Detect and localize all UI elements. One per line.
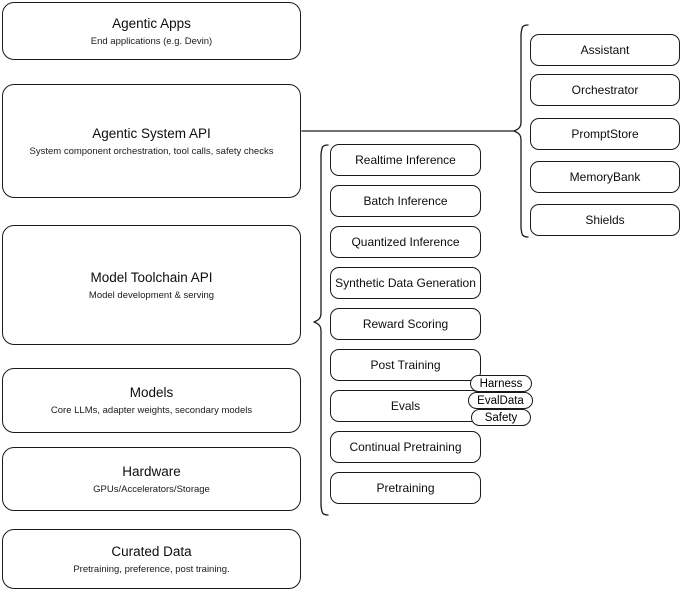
toolchain-component-quantized-inference[interactable]: Quantized Inference	[330, 226, 481, 258]
evals-tag-harness[interactable]: Harness	[470, 375, 532, 392]
toolchain-component-synthetic-data-generation[interactable]: Synthetic Data Generation	[330, 267, 481, 299]
stack-layer-title: Agentic System API	[92, 125, 211, 141]
system-components-brace	[513, 24, 529, 238]
stack-layer-subtitle: GPUs/Accelerators/Storage	[93, 483, 210, 495]
system-component-shields[interactable]: Shields	[530, 204, 680, 236]
toolchain-component-post-training[interactable]: Post Training	[330, 349, 481, 381]
system-component-promptstore[interactable]: PromptStore	[530, 118, 680, 150]
stack-layer-title: Models	[129, 385, 174, 400]
stack-layer-model-toolchain-api[interactable]: Model Toolchain API Model development & …	[2, 225, 301, 345]
toolchain-component-batch-inference[interactable]: Batch Inference	[330, 185, 481, 217]
stack-layer-models[interactable]: Models Core LLMs, adapter weights, secon…	[2, 368, 301, 433]
evals-tag-safety[interactable]: Safety	[471, 409, 531, 426]
stack-layer-subtitle: End applications (e.g. Devin)	[90, 35, 213, 47]
stack-layer-title: Curated Data	[111, 543, 192, 559]
system-component-orchestrator[interactable]: Orchestrator	[530, 74, 680, 106]
toolchain-component-reward-scoring[interactable]: Reward Scoring	[330, 308, 481, 340]
evals-tag-evaldata[interactable]: EvalData	[468, 392, 533, 409]
stack-layer-hardware[interactable]: Hardware GPUs/Accelerators/Storage	[2, 447, 301, 511]
stack-layer-title: Model Toolchain API	[90, 269, 213, 285]
toolchain-components-brace	[313, 144, 329, 516]
stack-layer-title: Agentic Apps	[112, 15, 191, 31]
stack-layer-subtitle: Core LLMs, adapter weights, secondary mo…	[50, 405, 253, 416]
toolchain-component-pretraining[interactable]: Pretraining	[330, 472, 481, 504]
system-component-assistant[interactable]: Assistant	[530, 34, 680, 66]
toolchain-component-continual-pretraining[interactable]: Continual Pretraining	[330, 431, 481, 463]
system-component-memorybank[interactable]: MemoryBank	[530, 161, 680, 193]
stack-layer-title: Hardware	[122, 463, 181, 479]
stack-layer-subtitle: Model development & serving	[88, 289, 215, 301]
stack-layer-subtitle: Pretraining, preference, post training.	[73, 563, 230, 575]
stack-layer-agentic-system-api[interactable]: Agentic System API System component orch…	[2, 84, 301, 198]
stack-layer-curated-data[interactable]: Curated Data Pretraining, preference, po…	[2, 529, 301, 589]
stack-layer-subtitle: System component orchestration, tool cal…	[29, 145, 274, 157]
toolchain-component-realtime-inference[interactable]: Realtime Inference	[330, 144, 481, 176]
toolchain-component-evals[interactable]: Evals	[330, 390, 481, 422]
stack-layer-agentic-apps[interactable]: Agentic Apps End applications (e.g. Devi…	[2, 2, 301, 60]
